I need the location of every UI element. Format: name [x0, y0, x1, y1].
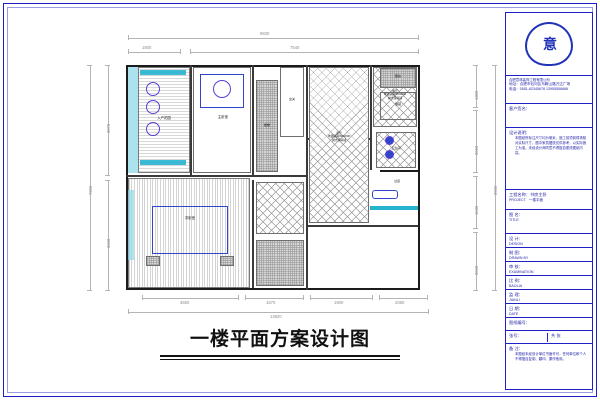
drawing-title-block: 一楼平面方案设计图: [165, 328, 395, 350]
dim-bottom-overall-label: 13820: [270, 314, 282, 319]
design-notes-label: 设计说明：: [509, 129, 530, 135]
dim-bottom-seg-1: 3650: [180, 300, 190, 305]
room-label-bathroom: 卫生间: [391, 146, 401, 150]
design-label-cn: 设 计：: [509, 235, 523, 241]
title-label-cn: 图 名：: [509, 211, 523, 217]
client-signature-row[interactable]: 客户签名：: [506, 104, 592, 128]
sheet-label: 张号：: [509, 332, 548, 342]
remark-row: 备 注： 本图纸未经设计单位书面许可，任何单位和个人不得擅自复制、翻印、挪作他用…: [506, 344, 592, 404]
title-underline-thick: [160, 355, 400, 357]
dim-bottom-seg-4: 2080: [395, 300, 405, 305]
logo-glyph: 意: [525, 22, 573, 66]
company-name: 合肥意林装饰工程有限公司: [509, 77, 550, 82]
page-title: 一楼平面方案设计图: [189, 328, 370, 350]
project-en-row: PROJECT 一楼平面: [509, 198, 589, 203]
project-en-value: 一楼平面: [528, 197, 544, 202]
scale-label-cn: 比 例：: [509, 277, 523, 283]
project-label-cn: 工程名称：: [509, 191, 530, 197]
sheet-value: 共 张: [551, 332, 561, 338]
company-info-row: 合肥意林装饰工程有限公司 地址：合肥市包河区马鞍山路万达广场 电话：0551-6…: [506, 76, 592, 104]
room-label-dining: 餐厅 地面铺贴800x800 抛光砖斜铺: [384, 89, 406, 100]
client-signature-label: 客户签名：: [509, 105, 530, 111]
sheet-border-outer: [3, 3, 597, 397]
project-value: 书房主卧: [529, 191, 547, 197]
sheet-count-row: 张号： 共 张: [506, 331, 592, 344]
design-notes-row: 设计说明： 本图纸所标注尺寸均为毫米，施工前须到现场核对实际尺寸。图中家具摆放仅…: [506, 128, 592, 190]
remark-body: 本图纸未经设计单位书面许可，任何单位和个人不得擅自复制、翻印、挪作他用。: [515, 351, 587, 361]
room-label-guest: 次卧室: [184, 216, 196, 220]
room-label-kitchen: 厨房: [394, 74, 401, 78]
dim-left-seg-2: 3340: [106, 238, 111, 248]
project-row: 工程名称：书房主卧 PROJECT 一楼平面: [506, 190, 592, 210]
exam-label-en: EXAMINATION: [509, 269, 534, 274]
room-label-garden: 入户花园: [157, 116, 171, 120]
company-address: 地址：合肥市包河区马鞍山路万达广场: [509, 82, 571, 87]
title-label-en: TITLE: [509, 217, 519, 222]
dim-right-overall-label: 8600: [493, 185, 498, 195]
dim-left-outer-label: 7200: [88, 185, 93, 195]
design-row: 设 计： DESIGN: [506, 234, 592, 248]
supervise-row: 监 理： JIANLI: [506, 290, 592, 304]
remark-label: 备 注：: [509, 345, 523, 351]
supervise-label-cn: 监 理：: [509, 291, 523, 297]
dim-top-right-label: 7540: [290, 45, 300, 50]
floor-plan: 9830 1800 7540 7200 3070 3340: [80, 20, 500, 330]
project-label: 工程名称：书房主卧: [509, 192, 589, 198]
room-label-stairs: 楼梯: [263, 123, 270, 127]
room-label-storage: 储藏: [394, 102, 401, 106]
examination-row: 审 核： EXAMINATION: [506, 262, 592, 276]
drawn-label-en: DRAWN BY: [509, 255, 529, 260]
drawn-label-cn: 制 图：: [509, 249, 523, 255]
dim-top-overall-label: 9830: [260, 31, 270, 36]
scale-label-en: BAOLIA: [509, 283, 522, 288]
design-notes-body: 本图纸所标注尺寸均为毫米，施工前须到现场核对实际尺寸。图中家具摆放仅供参考，以实…: [515, 135, 587, 155]
company-phone: 电话：0551-62345678 13955556666: [509, 87, 568, 92]
drawing-no-label: 图纸编号：: [509, 319, 530, 325]
company-logo: 意: [506, 13, 592, 76]
dim-right-seg-2: 2060: [474, 145, 479, 155]
dim-right-seg-3: 1530: [474, 205, 479, 215]
design-label-en: DESIGN: [509, 241, 523, 246]
exam-label-cn: 审 核：: [509, 263, 523, 269]
drawing-number-row: 图纸编号：: [506, 318, 592, 331]
drawn-by-row: 制 图： DRAWN BY: [506, 248, 592, 262]
room-label-corridor: 过道: [393, 179, 400, 183]
title-underline-thin: [160, 359, 400, 361]
scale-row: 比 例： BAOLIA: [506, 276, 592, 290]
date-label-en: DATE: [509, 311, 519, 316]
dim-bottom-seg-2: 1570: [266, 300, 276, 305]
project-label-en: PROJECT: [509, 197, 526, 202]
dim-bottom-seg-3: 1900: [334, 300, 344, 305]
dim-top-left-label: 1800: [142, 45, 152, 50]
dim-right-seg-1: 1300: [474, 90, 479, 100]
room-label-master: 主卧室: [217, 115, 229, 119]
dim-right-seg-4: 2040: [474, 265, 479, 275]
date-row: 日 期： DATE: [506, 304, 592, 318]
title-block: 意 合肥意林装饰工程有限公司 地址：合肥市包河区马鞍山路万达广场 电话：0551…: [505, 12, 593, 390]
supervise-label-en: JIANLI: [509, 297, 520, 302]
title-row: 图 名： TITLE: [506, 210, 592, 234]
date-label-cn: 日 期：: [509, 305, 523, 311]
dim-left-seg-1: 3070: [106, 123, 111, 133]
room-label-entry: 玄关: [288, 97, 295, 101]
room-label-living: 客厅 地面铺贴800x800 抛光砖斜铺: [328, 131, 350, 142]
